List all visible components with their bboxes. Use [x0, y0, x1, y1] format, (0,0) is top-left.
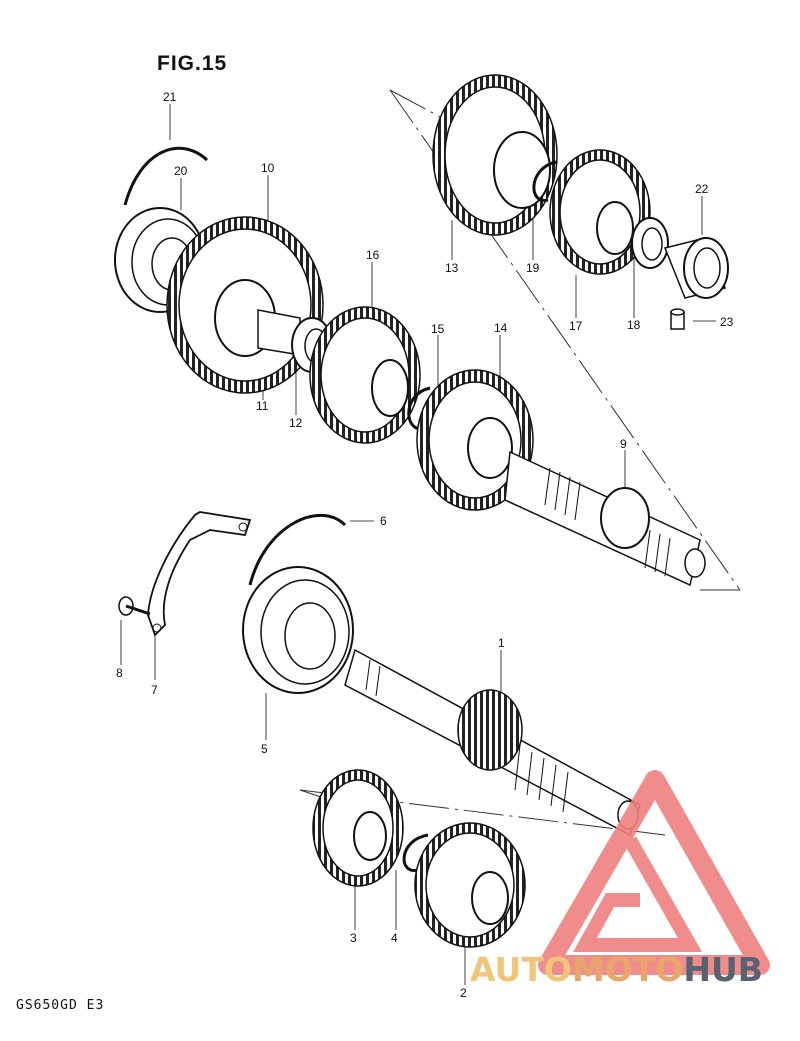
part-label-23: 23: [720, 315, 734, 329]
part-label-10: 10: [261, 161, 275, 175]
part-label-19: 19: [526, 261, 540, 275]
retainer-7: [147, 511, 252, 637]
circlip-4: [402, 833, 429, 872]
circlip-6: [248, 513, 347, 586]
part-label-6: 6: [380, 514, 387, 528]
pin-23: [670, 308, 685, 330]
part-label-12: 12: [289, 416, 303, 430]
part-label-4: 4: [391, 931, 398, 945]
part-label-11: 11: [256, 399, 269, 413]
part-label-22: 22: [695, 182, 709, 196]
gear-2: [414, 822, 526, 948]
part-label-13: 13: [445, 261, 459, 275]
gear-16: [309, 306, 421, 444]
part-label-18: 18: [627, 318, 641, 332]
part-label-15: 15: [431, 322, 445, 336]
watermark-logo-icon: [538, 770, 770, 975]
screw-8: [118, 596, 151, 616]
countershaft-9: [504, 450, 706, 587]
part-label-5: 5: [261, 742, 268, 756]
gear-3: [312, 769, 404, 887]
watermark-moto: MOTO: [571, 950, 684, 989]
watermark-auto: AUTO: [470, 950, 572, 989]
part-label-9: 9: [620, 437, 627, 451]
circlip-19: [532, 160, 557, 202]
gear-17: [549, 149, 651, 275]
watermark-text: AUTOMOTOHUB: [470, 950, 763, 989]
part-label-2: 2: [460, 986, 467, 1000]
part-label-1: 1: [498, 636, 505, 650]
figure-title: FIG.15: [157, 52, 228, 75]
part-label-20: 20: [174, 164, 188, 178]
mainshaft-1: [344, 648, 641, 837]
part-label-8: 8: [116, 666, 123, 680]
leader-lines: [120, 104, 716, 985]
model-code: GS650GD E3: [16, 998, 105, 1013]
watermark-hub: HUB: [683, 950, 763, 989]
circlip-21: [123, 146, 209, 206]
part-label-16: 16: [366, 248, 380, 262]
part-label-14: 14: [494, 321, 508, 335]
needle-bearing-22: [663, 237, 729, 299]
part-label-21: 21: [163, 90, 177, 104]
gear-14: [416, 369, 534, 511]
part-label-7: 7: [151, 683, 158, 697]
bearing-5: [242, 566, 354, 694]
part-label-17: 17: [569, 319, 583, 333]
gear-13: [432, 74, 558, 236]
part-label-3: 3: [350, 931, 357, 945]
